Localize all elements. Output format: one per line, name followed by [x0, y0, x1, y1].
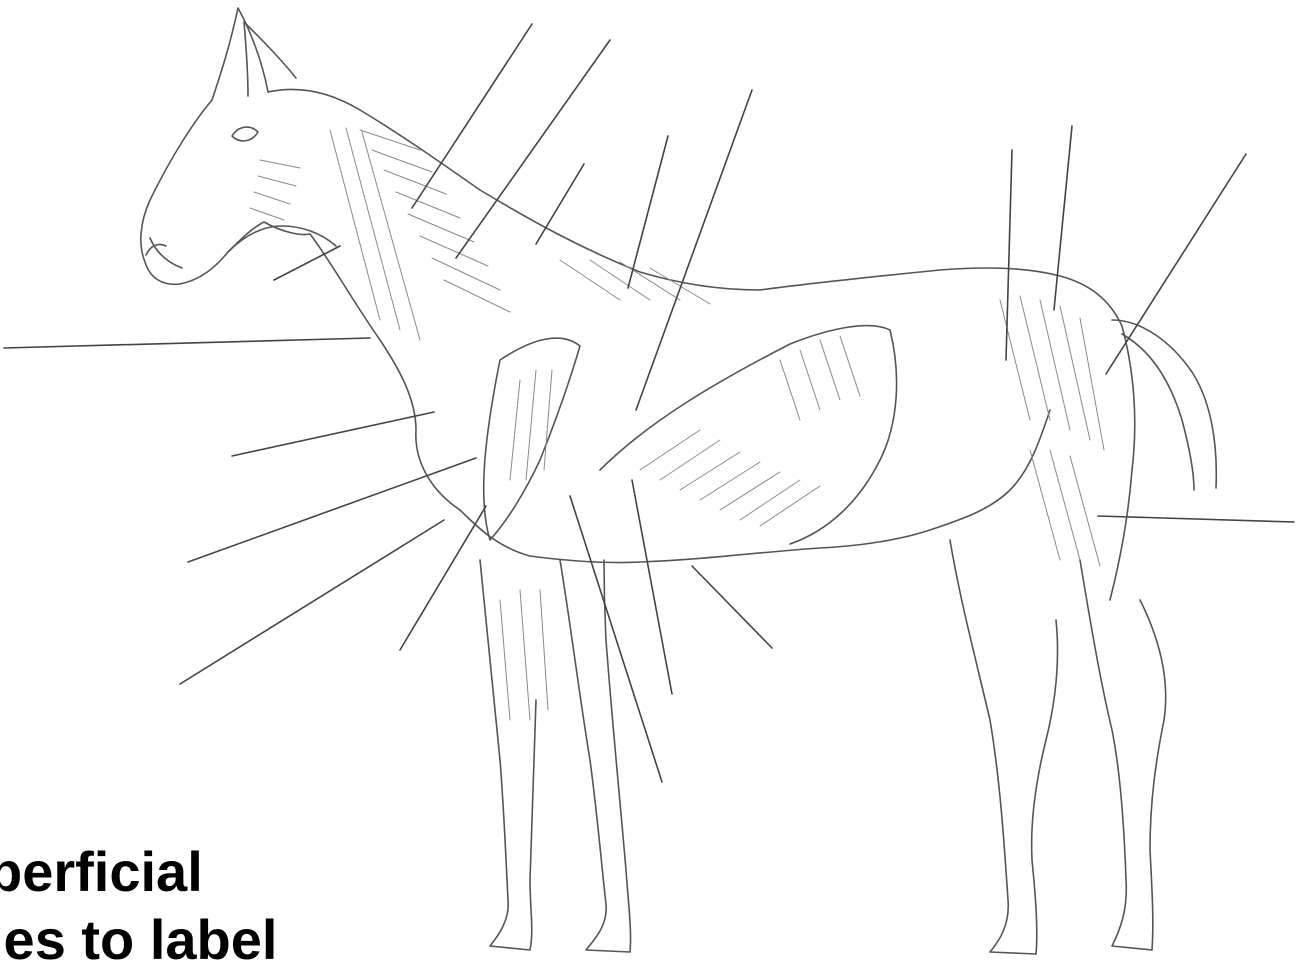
leader-line	[692, 566, 772, 648]
leader-line	[536, 164, 584, 244]
ribcage-fibers	[640, 430, 820, 526]
leader-line	[1054, 126, 1072, 310]
leader-line	[628, 136, 668, 288]
horse-outline	[141, 8, 1216, 954]
hindquarter-fibers	[1000, 296, 1104, 450]
foreleg-fibers	[500, 590, 548, 720]
hindleg-far	[1080, 560, 1166, 950]
foreleg-front	[480, 560, 536, 950]
leader-line	[4, 338, 370, 348]
leader-line	[180, 520, 444, 684]
flank-line	[930, 410, 1050, 530]
head-outline	[141, 100, 310, 284]
chest-line	[460, 510, 930, 563]
hindquarter	[1110, 326, 1135, 600]
leader-line	[400, 506, 486, 650]
leader-line	[636, 90, 752, 410]
neck-fibers-1	[360, 130, 510, 312]
thigh-fibers	[1030, 450, 1100, 566]
caption-line-2: les to label	[0, 906, 277, 974]
head-fibers	[250, 160, 300, 220]
leader-line	[1106, 154, 1246, 374]
shoulder-outline	[484, 338, 580, 540]
mane-line	[268, 89, 760, 290]
neck-fibers-2	[330, 128, 420, 340]
leader-line	[1098, 516, 1294, 522]
leader-line	[456, 40, 610, 258]
tail	[1112, 320, 1216, 490]
serratus-region	[600, 326, 897, 544]
serratus-fibers	[780, 336, 860, 420]
leader-line	[412, 24, 532, 208]
hindleg-near	[950, 540, 1058, 954]
ear-left	[212, 8, 268, 100]
eye	[232, 127, 258, 141]
muzzle	[146, 238, 182, 268]
caption-text: perficial les to label	[0, 838, 277, 974]
ear-right	[244, 22, 296, 96]
back-line	[760, 268, 1122, 326]
leader-line	[232, 412, 434, 456]
label-leader-lines	[4, 24, 1294, 782]
triceps-fibers	[510, 370, 552, 480]
leader-line	[632, 480, 672, 694]
leader-line	[188, 458, 476, 562]
caption-line-1: perficial	[0, 838, 277, 906]
leader-line	[1006, 150, 1012, 360]
leader-line	[570, 496, 662, 782]
foreleg-back	[560, 560, 631, 952]
